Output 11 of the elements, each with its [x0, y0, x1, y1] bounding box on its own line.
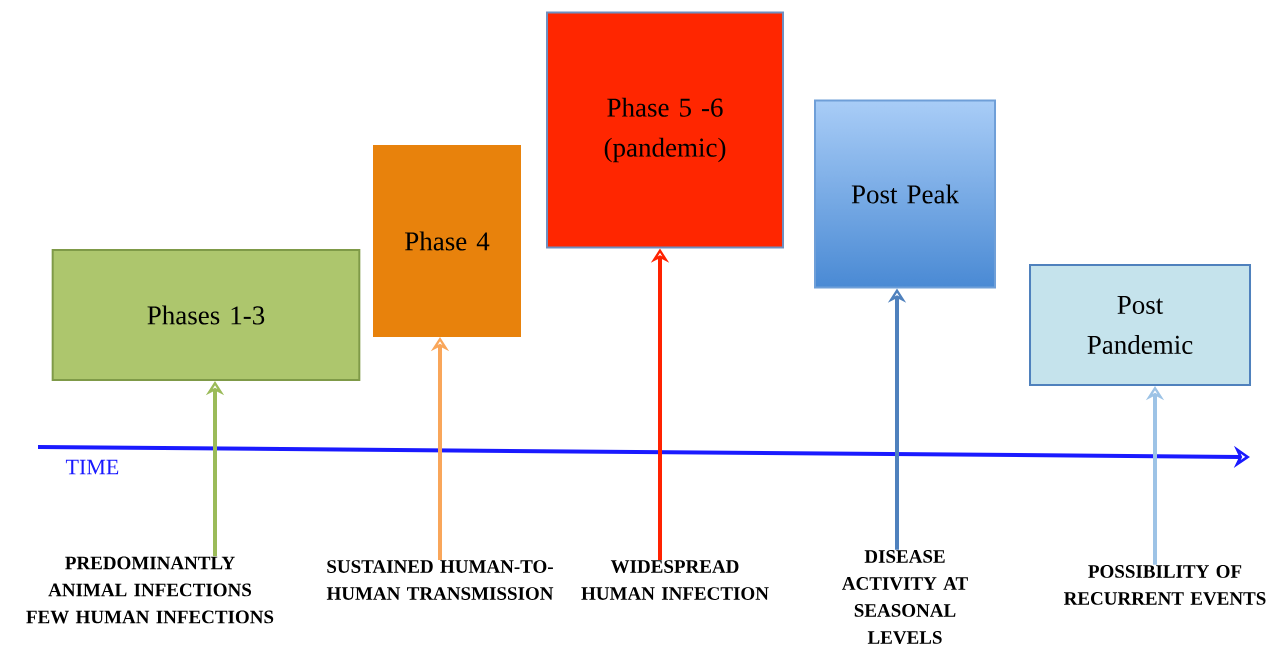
description-text: PREDOMINANTLY ANIMAL INFECTIONS FEW HUMAN INFECTIONS [26, 556, 274, 624]
description-text: WIDESPREAD HUMAN INFECTION [581, 560, 769, 600]
phase-box: Phase 5 -6 (pandemic) [546, 11, 784, 249]
phase-box: Phase 4 [373, 145, 521, 337]
description-text: POSSIBILITY OF RECURRENT EVENTS [1064, 565, 1266, 605]
phase-box: Post Pandemic [1029, 264, 1251, 386]
description-text: SUSTAINED HUMAN-TO-HUMAN TRANSMISSION [326, 560, 554, 600]
phase-box: Phases 1-3 [51, 249, 361, 381]
axis-label: TIME [65, 459, 119, 475]
description-text: DISEASE ACTIVITY AT SEASONAL LEVELS [842, 550, 968, 644]
phase-box: Post Peak [814, 99, 996, 289]
